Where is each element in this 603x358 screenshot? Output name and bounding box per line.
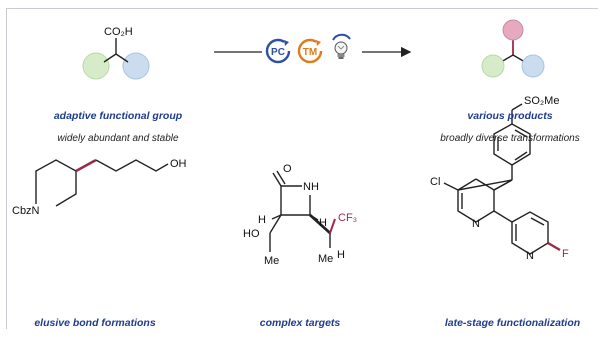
mol3-so2me: SO₂Me (524, 95, 559, 107)
mol2-ho: HO (243, 228, 260, 240)
tm-label: TM (303, 47, 317, 58)
mol2-nh: NH (303, 181, 319, 193)
figure-frame (6, 8, 598, 329)
right-subtitle: broadly diverse transformations (440, 133, 580, 144)
molecule-beta-lactam (269, 170, 336, 252)
left-title: adaptive functional group (53, 110, 183, 122)
substituent-blue-circle (122, 52, 150, 80)
product-blue-circle (521, 54, 545, 78)
product-green-circle (481, 54, 505, 78)
mol1-caption: elusive bond formations (34, 317, 156, 329)
right-title: various products (467, 110, 553, 122)
mol2-caption: complex targets (259, 317, 341, 329)
mol3-n2: N (526, 250, 534, 262)
product-motif (481, 19, 545, 78)
left-subtitle: widely abundant and stable (57, 133, 179, 144)
pc-cycle-icon: PC (265, 38, 291, 64)
mol3-f: F (562, 248, 569, 260)
mol3-caption: late-stage functionalization (444, 317, 581, 329)
tm-cycle-icon: TM (297, 38, 323, 64)
mol2-me1: Me (264, 255, 279, 267)
substituent-green-circle (82, 52, 110, 80)
mol3-n1: N (472, 218, 480, 230)
mol2-h1: H (258, 214, 266, 226)
molecule-bipyridine (443, 103, 561, 255)
mol2-h3: H (337, 249, 345, 261)
mol1-oh: OH (170, 158, 187, 170)
mol3-cl: Cl (430, 176, 440, 188)
pc-label: PC (271, 47, 285, 58)
new-group-pink-circle (502, 19, 524, 41)
acid-label: CO₂H (104, 26, 133, 38)
mol2-me2: Me (318, 253, 333, 265)
mol2-h2: H (319, 217, 327, 229)
mol2-o: O (283, 163, 292, 175)
lightbulb-icon (332, 33, 351, 59)
mol1-cbzn: CbzN (12, 205, 40, 217)
acid-motif: CO₂H (82, 26, 150, 80)
mol2-cf3: CF₃ (338, 212, 357, 224)
molecule-piperidine-butanol (35, 158, 169, 207)
reaction-arrow-group: PC TM (214, 33, 412, 64)
